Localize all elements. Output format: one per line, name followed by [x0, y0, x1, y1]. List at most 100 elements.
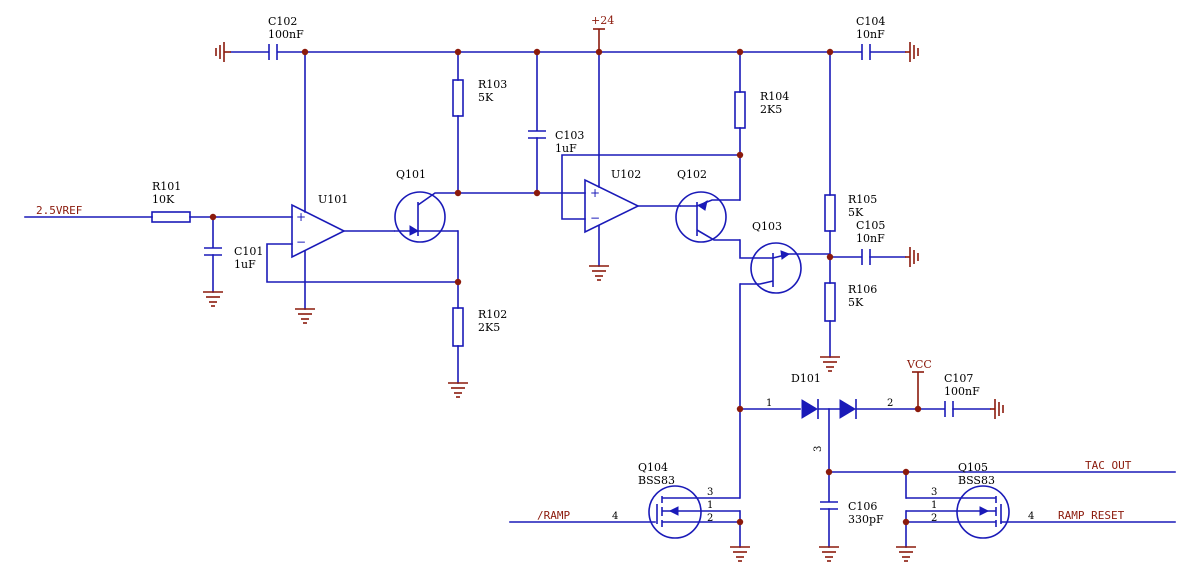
r101-ref: R101 — [152, 180, 181, 193]
c101-value: 1uF — [234, 258, 256, 271]
transistor-q103 — [750, 242, 802, 294]
transistor-q102 — [675, 191, 727, 243]
u101-plus-sign: + — [296, 210, 306, 224]
q105-pin3: 3 — [931, 487, 937, 498]
c105-value: 10nF — [856, 232, 885, 245]
c102-value: 100nF — [268, 28, 304, 41]
q102-to-q103-wire — [739, 239, 753, 259]
ground-symbol-c104 — [905, 42, 919, 62]
q101-arrow — [409, 225, 420, 236]
transistor-q101 — [394, 191, 446, 243]
q105-pin1: 1 — [931, 500, 937, 511]
ground-symbol-q105 — [896, 546, 916, 562]
vref-net-label: 2.5VREF — [36, 204, 82, 217]
c104-ref: C104 — [856, 15, 885, 28]
r105-value: 5K — [848, 206, 864, 219]
capacitor-c106 — [820, 501, 838, 510]
q104-ref: Q104 — [638, 461, 668, 474]
ground-symbol-c102 — [215, 42, 231, 62]
q102-collector — [696, 229, 740, 241]
r103-ref: R103 — [478, 78, 507, 91]
q104-pin3: 3 — [707, 487, 713, 498]
q105-pin4: 4 — [1028, 511, 1034, 522]
c106-ref: C106 — [848, 500, 877, 513]
d101-pin1: 1 — [766, 398, 772, 409]
ramp-net-label: /RAMP — [537, 509, 570, 522]
capacitor-c101 — [204, 247, 222, 256]
d101-pin3: 3 — [813, 446, 824, 452]
q104-value: BSS83 — [638, 474, 675, 487]
c105-ref: C105 — [856, 219, 885, 232]
q105-pin2: 2 — [931, 513, 937, 524]
d101-ref: D101 — [791, 372, 821, 385]
q105-ref: Q105 — [958, 461, 988, 474]
capacitor-c105 — [861, 249, 871, 265]
q103-ref: Q103 — [752, 220, 782, 233]
ground-symbol-u102 — [589, 265, 609, 281]
capacitor-c103 — [528, 130, 546, 139]
c107-ref: C107 — [944, 372, 973, 385]
capacitor-c102 — [268, 44, 278, 60]
r104-value: 2K5 — [760, 103, 782, 116]
q102-ref: Q102 — [677, 168, 707, 181]
ground-symbol-q104 — [730, 546, 750, 562]
q105-arrow — [979, 506, 990, 516]
capacitor-c107 — [944, 401, 954, 417]
r105-ref: R105 — [848, 193, 877, 206]
c107-value: 100nF — [944, 385, 980, 398]
u102-plus-sign: + — [590, 186, 600, 200]
c104-value: 10nF — [856, 28, 885, 41]
u102-feedback-wire — [561, 154, 741, 220]
q101-collector — [417, 192, 458, 206]
tac-out-net-label: TAC OUT — [1085, 459, 1132, 472]
c103-ref: C103 — [555, 129, 584, 142]
vcc-label: VCC — [906, 358, 932, 371]
q103-arrow — [780, 250, 791, 260]
ground-symbol-c105 — [905, 247, 919, 267]
q105-value: BSS83 — [958, 474, 995, 487]
junction-dots — [209, 48, 922, 526]
u102-ref: U102 — [611, 168, 641, 181]
r102-ref: R102 — [478, 308, 507, 321]
u102-minus-sign: − — [590, 211, 600, 225]
resistor-r104 — [734, 91, 746, 129]
ground-symbol-r102 — [448, 382, 468, 398]
ramp-reset-net-label: RAMP RESET — [1058, 509, 1125, 522]
q103-collector — [740, 280, 774, 285]
resistor-r102 — [452, 307, 464, 347]
ground-symbol-c101 — [203, 291, 223, 307]
ground-symbol-r106 — [820, 356, 840, 372]
resistor-r106 — [824, 282, 836, 322]
opamp-u101 — [291, 203, 346, 259]
q101-ref: Q101 — [396, 168, 426, 181]
resistor-r101 — [151, 211, 191, 223]
p24-label: +24 — [591, 14, 614, 27]
u101-ref: U101 — [318, 193, 348, 206]
resistor-r105 — [824, 194, 836, 232]
d101-pin2: 2 — [887, 398, 893, 409]
mosfet-q105 — [956, 485, 1010, 539]
q104-pin2: 2 — [707, 513, 713, 524]
c101-ref: C101 — [234, 245, 263, 258]
u101-feedback-wire — [266, 243, 459, 283]
u101-minus-sign: − — [296, 235, 306, 249]
q102-arrow — [698, 199, 708, 211]
power-symbol-vcc — [912, 371, 924, 409]
r102-value: 2K5 — [478, 321, 500, 334]
c102-ref: C102 — [268, 15, 297, 28]
capacitor-c104 — [861, 44, 871, 60]
q104-arrow — [668, 506, 679, 516]
power-symbol-24v — [593, 28, 605, 52]
resistor-r103 — [452, 79, 464, 117]
r101-value: 10K — [152, 193, 175, 206]
ground-symbol-c107 — [990, 399, 1004, 419]
ground-symbol-u101 — [295, 308, 315, 324]
r106-value: 5K — [848, 296, 864, 309]
c103-value: 1uF — [555, 142, 577, 155]
ground-symbol-c106 — [819, 546, 839, 562]
r103-value: 5K — [478, 91, 494, 104]
q104-pin4: 4 — [612, 511, 618, 522]
c106-value: 330pF — [848, 513, 884, 526]
q104-pin1: 1 — [707, 500, 713, 511]
